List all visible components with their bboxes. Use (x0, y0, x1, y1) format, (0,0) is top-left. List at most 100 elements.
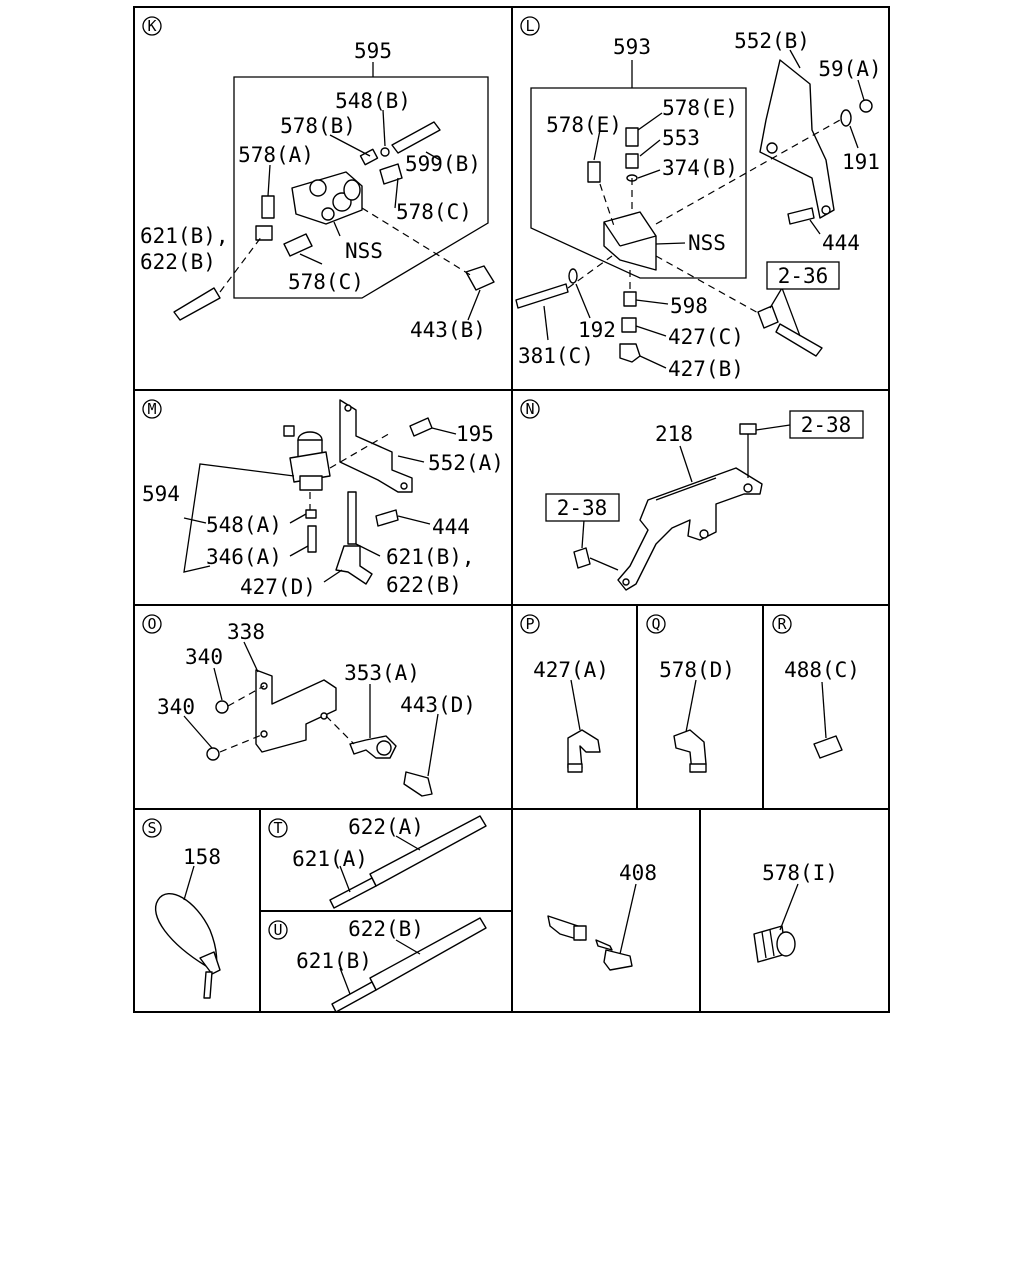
section-marker-l: L (520, 16, 540, 36)
section-marker-m: M (142, 399, 162, 419)
label-595: 595 (354, 39, 392, 63)
label-374-b: 374(B) (662, 156, 738, 180)
label-578-e-right: 578(E) (662, 96, 738, 120)
label-427-c: 427(C) (668, 325, 744, 349)
label-346-a: 346(A) (206, 545, 282, 569)
tube-621-b-m (347, 491, 357, 545)
label-nss-l: NSS (688, 231, 726, 255)
fitting-578-i (753, 925, 796, 963)
label-353-a: 353(A) (344, 661, 420, 685)
svg-text:R: R (777, 615, 787, 633)
svg-text:O: O (147, 615, 156, 633)
nut-59-a (859, 99, 873, 113)
section-u: U 622(B) 621(B) (268, 917, 487, 1013)
fitting-427-b (619, 343, 641, 363)
bracket-552-b (759, 59, 835, 219)
section-marker-s: S (142, 818, 162, 838)
tube-599-b (391, 121, 441, 154)
label-622-b: 622(B) (140, 250, 216, 274)
label-192: 192 (578, 318, 616, 342)
label-59-a: 59(A) (818, 57, 881, 81)
svg-text:N: N (525, 400, 534, 418)
svg-text:P: P (525, 615, 534, 633)
ref-box-2-38-upper (789, 410, 864, 439)
label-621-b: 621(B), (140, 224, 229, 248)
nut-340-upper (215, 700, 229, 714)
label-622-b-u: 622(B) (348, 917, 424, 941)
tube-346-a (307, 525, 317, 553)
bracket-338 (255, 669, 337, 753)
nut-340-lower (206, 747, 220, 761)
fitting-578-c-lower (283, 233, 313, 257)
bracket-218 (617, 467, 763, 591)
elbow-427-a (567, 729, 601, 773)
svg-text:S: S (147, 819, 156, 837)
label-444-m: 444 (432, 515, 470, 539)
svg-text:Q: Q (651, 615, 660, 633)
ref-box-2-36 (766, 261, 840, 290)
section-marker-n: N (520, 399, 540, 419)
label-593: 593 (613, 35, 651, 59)
label-622-a: 622(A) (348, 815, 424, 839)
label-548-b: 548(B) (335, 89, 411, 113)
bolt-2-38-upper (739, 423, 757, 478)
section-408: 408 (547, 861, 657, 971)
bolt-2-38-lower (573, 547, 619, 571)
section-t: T 622(A) 621(A) (268, 815, 487, 909)
section-s: S 158 (142, 818, 221, 999)
label-621-b-u: 621(B) (296, 949, 372, 973)
label-340-lower: 340 (157, 695, 195, 719)
section-marker-p: P (520, 614, 540, 634)
svg-text:T: T (273, 819, 282, 837)
section-q: Q 578(D) (646, 614, 735, 773)
svg-text:K: K (147, 17, 156, 35)
fitting-578-e-left (587, 161, 601, 183)
label-621-b-m: 621(B), (386, 545, 475, 569)
label-158: 158 (183, 845, 221, 869)
label-578-d: 578(D) (659, 658, 735, 682)
tee-427-d (335, 545, 373, 585)
svg-text:M: M (147, 400, 156, 418)
label-427-b: 427(B) (668, 357, 744, 381)
section-o: O 338 340 353(A) 340 443(D) (142, 614, 476, 797)
fitting-578-b (359, 148, 379, 166)
label-2-38-upper: 2-38 (801, 413, 852, 437)
bolt-444-m (375, 509, 399, 527)
label-594: 594 (142, 482, 180, 506)
label-578-a: 578(A) (238, 143, 314, 167)
valve-body (291, 171, 363, 225)
bolt-195 (409, 417, 433, 437)
tube-621-b (173, 287, 221, 321)
part-553 (625, 153, 639, 169)
label-621-a: 621(A) (292, 847, 368, 871)
fitting-578-a (255, 195, 275, 241)
sensor-408 (547, 915, 633, 971)
label-578-c: 578(C) (396, 200, 472, 224)
label-2-36: 2-36 (778, 264, 829, 288)
label-578-b: 578(B) (280, 114, 356, 138)
plug-488-c (813, 735, 843, 759)
bolt-444 (787, 207, 815, 225)
label-2-38-lower: 2-38 (557, 496, 608, 520)
label-340-upper: 340 (185, 645, 223, 669)
section-l: L (515, 16, 882, 381)
section-m: M 195 (142, 399, 504, 599)
section-k: K 595 548(B) (140, 16, 495, 342)
label-578-i: 578(I) (762, 861, 838, 885)
bolt-443-d (403, 771, 433, 797)
section-marker-k: K (142, 16, 162, 36)
svg-text:U: U (273, 921, 282, 939)
section-marker-t: T (268, 818, 288, 838)
label-338: 338 (227, 620, 265, 644)
valve-block (603, 211, 657, 271)
tube-621-a (329, 877, 377, 909)
label-195: 195 (456, 422, 494, 446)
label-552-a: 552(A) (428, 451, 504, 475)
solenoid-valve (283, 425, 331, 491)
fitting-598 (623, 291, 637, 307)
label-191: 191 (842, 150, 880, 174)
label-427-d: 427(D) (240, 575, 316, 599)
washer-191 (840, 109, 852, 127)
label-578-c-lower: 578(C) (288, 270, 364, 294)
